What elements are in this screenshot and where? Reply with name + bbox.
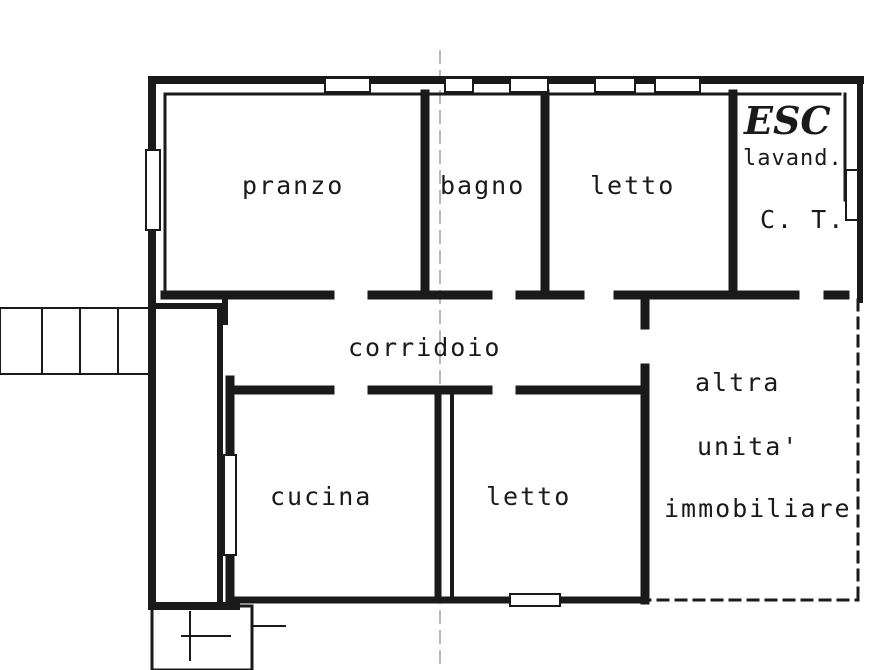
room-label-letto-top: letto: [590, 171, 676, 200]
room-label-esc: ESC: [744, 98, 831, 143]
stair-shaft: [149, 303, 223, 609]
label-unita: unita': [697, 432, 800, 461]
room-label-pranzo: pranzo: [242, 171, 345, 200]
room-label-lavand: lavand.: [743, 146, 843, 171]
room-label-bagno: bagno: [440, 171, 526, 200]
entrance-steps: [150, 604, 254, 670]
label-immobiliare: immobiliare: [664, 494, 852, 523]
room-label-letto-bottom: letto: [486, 482, 572, 511]
room-label-corridoio: corridoio: [348, 333, 502, 362]
label-altra: altra: [695, 368, 781, 397]
room-label-ct: C. T.: [760, 205, 846, 234]
exterior-steps: [0, 307, 153, 375]
room-label-cucina: cucina: [270, 482, 373, 511]
